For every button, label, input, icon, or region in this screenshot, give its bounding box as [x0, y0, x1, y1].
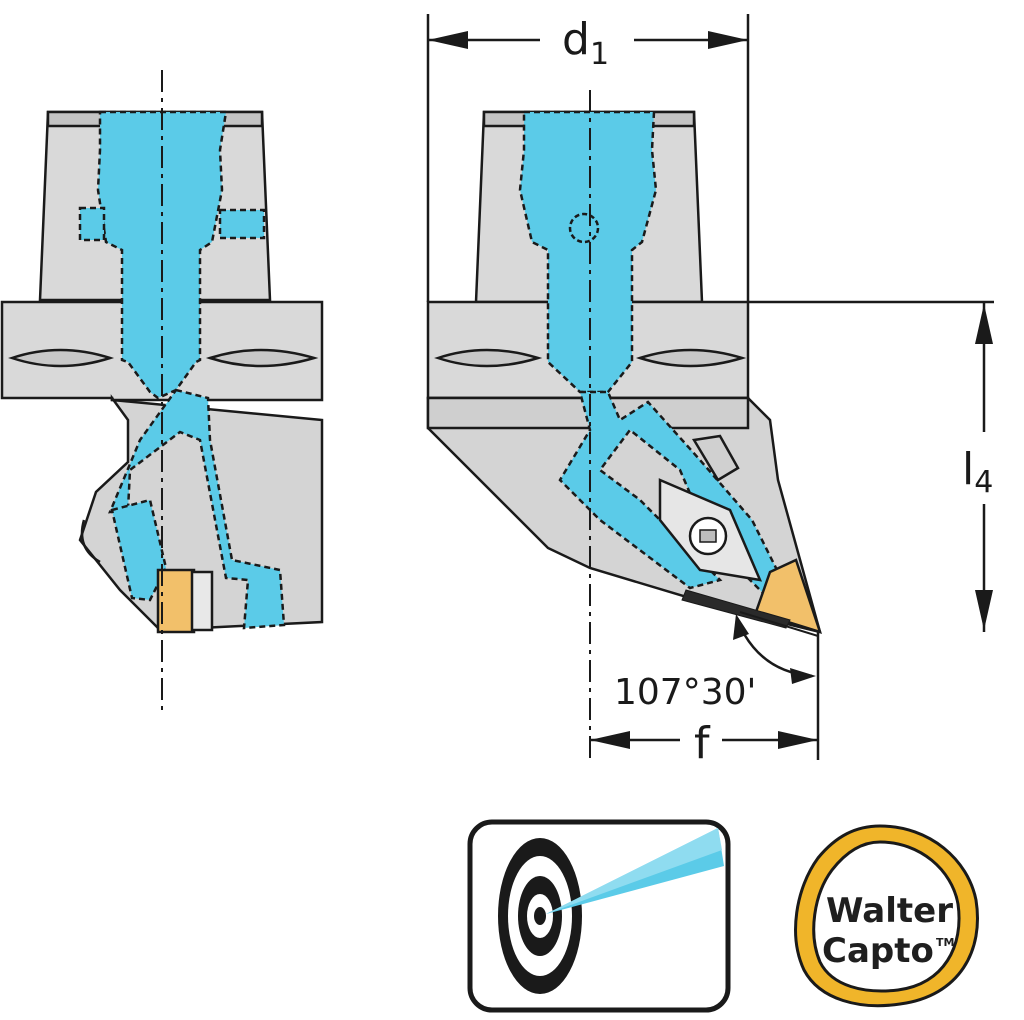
top-view [426, 110, 822, 634]
internal-coolant-target-icon [467, 819, 731, 1013]
logo-trademark: TM [936, 936, 954, 949]
f-label: f [694, 718, 711, 769]
walter-capto-logo: Walter Capto TM [794, 824, 979, 1008]
d1-label: d1 [562, 14, 609, 72]
logo-line2: Capto [822, 931, 934, 971]
l4-label: l4 [962, 444, 993, 500]
dimension-lines [426, 14, 994, 760]
logo-line1: Walter [826, 891, 953, 931]
angle-label: 107°30' [614, 672, 756, 713]
